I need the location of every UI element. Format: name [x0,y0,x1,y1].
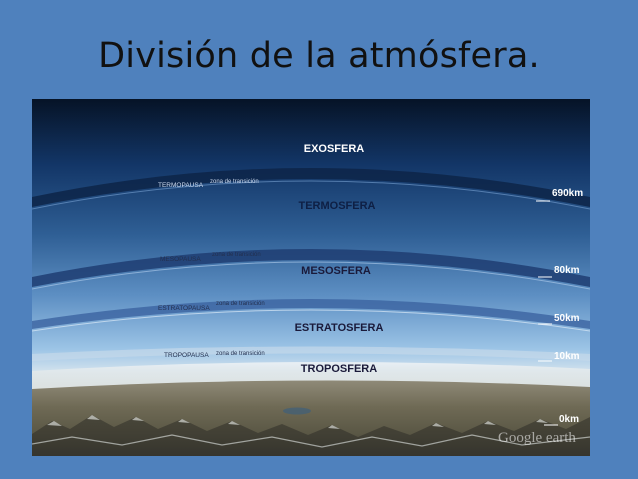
atmosphere-diagram: EXOSFERA TERMOSFERA MESOSFERA ESTRATOSFE… [32,99,590,456]
layer-label-estratosfera: ESTRATOSFERA [295,322,384,334]
atmosphere-diagram-svg: EXOSFERA TERMOSFERA MESOSFERA ESTRATOSFE… [32,99,590,456]
layer-label-troposfera: TROPOSFERA [301,363,377,375]
altitude-label-690: 690km [552,188,583,199]
layer-label-mesosfera: MESOSFERA [301,265,371,277]
pausa-label-tropopausa: TROPOPAUSA [164,352,209,359]
estratopausa-band [32,299,590,329]
tropopausa-band [32,346,590,361]
zona-label-termopausa: zona de transición [210,179,259,185]
estratopausa-line [32,309,590,332]
altitude-label-50: 50km [554,313,580,324]
termopausa-line [32,180,590,210]
mesopausa-line [32,261,590,290]
zona-label-mesopausa: zona de transición [212,252,261,258]
pausa-label-estratopausa: ESTRATOPAUSA [158,305,210,312]
altitude-label-80: 80km [554,265,580,276]
lake [283,407,311,415]
pausa-label-termopausa: TERMOPAUSA [158,182,204,189]
mountains [32,415,590,456]
mesopausa-band [32,249,590,287]
pausa-label-mesopausa: MESOPAUSA [160,256,201,263]
altitude-label-10: 10km [554,351,580,362]
termopausa-band [32,168,590,207]
google-earth-watermark: Google earth [498,430,576,446]
layer-label-exosfera: EXOSFERA [304,143,365,155]
altitude-label-0: 0km [559,414,579,425]
layer-label-termosfera: TERMOSFERA [299,200,376,212]
zona-label-estratopausa: zona de transición [216,301,265,307]
zona-label-tropopausa: zona de transición [216,351,265,357]
slide-title: División de la atmósfera. [98,36,540,76]
